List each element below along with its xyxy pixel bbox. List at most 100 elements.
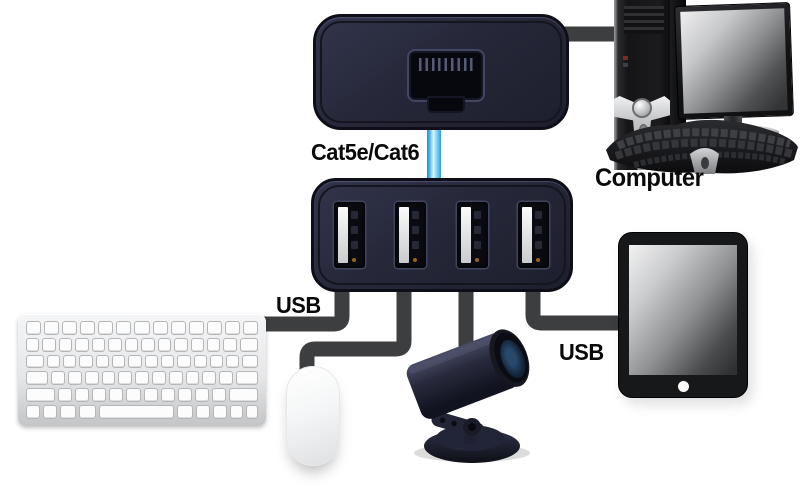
usb-port-tongue xyxy=(399,207,410,263)
usb-port-detail xyxy=(352,258,356,262)
keyboard-key xyxy=(79,354,93,369)
usb-port-tongue xyxy=(521,207,532,263)
usb-port-detail xyxy=(535,258,540,262)
usb-port-contact xyxy=(534,226,542,234)
usb-port-tongue xyxy=(460,207,471,263)
keyboard-key xyxy=(124,337,139,352)
computer-label: Computer xyxy=(595,164,704,192)
keyboard-key xyxy=(213,405,228,419)
usb-port-contact xyxy=(473,241,481,249)
camera-hinge-pin xyxy=(468,423,476,431)
tablet-home-button xyxy=(677,381,689,392)
keyboard-key xyxy=(202,371,217,386)
keyboard-key xyxy=(26,354,44,369)
keyboard-key xyxy=(242,354,258,369)
keyboard-key xyxy=(190,337,204,352)
cable-receiver-keyboard xyxy=(250,268,350,332)
ergo-key-row xyxy=(616,128,792,150)
ergo-key-row xyxy=(614,138,794,160)
usb-port-contact xyxy=(412,241,420,249)
keyboard-key xyxy=(84,371,99,386)
keyboard-key xyxy=(80,321,96,335)
cat5e-cat6-cable xyxy=(427,116,441,186)
keyboard-key xyxy=(26,371,49,386)
keyboard-key xyxy=(170,321,186,335)
usb-label-left: USB xyxy=(276,292,321,318)
usb-port-detail xyxy=(413,258,418,262)
keyboard-key xyxy=(193,354,207,369)
usb-port-contact xyxy=(412,211,420,219)
usb-port-2 xyxy=(395,202,427,268)
keyboard-key xyxy=(168,371,183,386)
keyboard-key xyxy=(134,321,150,335)
keyboard-key xyxy=(26,321,42,335)
keyboard-key xyxy=(95,354,110,369)
tablet-screen xyxy=(629,245,737,375)
keyboard-key xyxy=(109,388,124,403)
keyboard-key xyxy=(152,321,168,335)
keyboard-key xyxy=(63,354,77,369)
keyboard-key xyxy=(236,371,259,386)
keyboard-key xyxy=(26,337,40,352)
keyboard-key xyxy=(157,337,172,352)
keyboard-key xyxy=(108,337,122,352)
usb-port-contact xyxy=(412,226,420,234)
keyboard-key xyxy=(212,388,227,403)
rj45-port xyxy=(411,53,481,111)
usb-port-3 xyxy=(456,202,488,268)
cable-type-label: Cat5e/Cat6 xyxy=(311,139,420,165)
usb-mouse xyxy=(286,366,340,466)
keyboard-key xyxy=(26,405,40,419)
keyboard-row xyxy=(26,371,259,386)
keyboard-key xyxy=(223,337,237,352)
keyboard-key xyxy=(51,371,65,386)
computer-monitor xyxy=(674,2,794,120)
usb-tablet xyxy=(618,232,748,398)
keyboard-key xyxy=(245,405,259,419)
extender-transmitter-unit xyxy=(313,14,569,130)
keyboard-key xyxy=(196,405,211,419)
keyboard-key xyxy=(57,388,72,403)
camera-body xyxy=(406,329,530,419)
keyboard-key xyxy=(26,388,55,403)
usb-port-tongue xyxy=(338,207,348,263)
rj45-pins xyxy=(419,58,473,71)
keyboard-key xyxy=(135,371,149,386)
cable-receiver-mouse xyxy=(299,268,412,378)
keyboard-key xyxy=(141,337,155,352)
usb-port-detail xyxy=(474,258,479,262)
usb-port-contact xyxy=(473,226,481,234)
keyboard-key xyxy=(209,354,224,369)
keyboard-key xyxy=(188,321,204,335)
keyboard-key xyxy=(239,337,258,352)
keyboard-key xyxy=(59,405,77,419)
keyboard-key xyxy=(177,388,192,403)
keyboard-key xyxy=(118,371,133,386)
usb-port-contact xyxy=(534,241,542,249)
keyboard-key xyxy=(58,337,73,352)
usb-camera xyxy=(406,329,530,463)
keyboard-key xyxy=(91,337,106,352)
keyboard-row xyxy=(26,354,258,369)
ergo-trim xyxy=(701,157,709,169)
keyboard-key xyxy=(128,354,142,369)
keyboard-key xyxy=(144,354,158,369)
usb-port-contact xyxy=(351,226,358,234)
keyboard-key xyxy=(206,337,221,352)
keyboard-key xyxy=(46,354,61,369)
keyboard-row xyxy=(26,405,259,419)
keyboard-row xyxy=(26,388,259,403)
usb-label-right: USB xyxy=(559,339,604,365)
keyboard-key xyxy=(143,388,158,403)
keyboard-key xyxy=(219,371,233,386)
extender-receiver-hub xyxy=(311,178,573,292)
keyboard-key xyxy=(230,405,243,419)
usb-port-contact xyxy=(351,211,358,219)
monitor-screen xyxy=(680,8,788,114)
usb-port-contact xyxy=(351,241,358,249)
keyboard-key xyxy=(75,337,89,352)
keyboard-key xyxy=(224,321,240,335)
keyboard-row xyxy=(26,321,259,335)
keyboard-key xyxy=(206,321,222,335)
